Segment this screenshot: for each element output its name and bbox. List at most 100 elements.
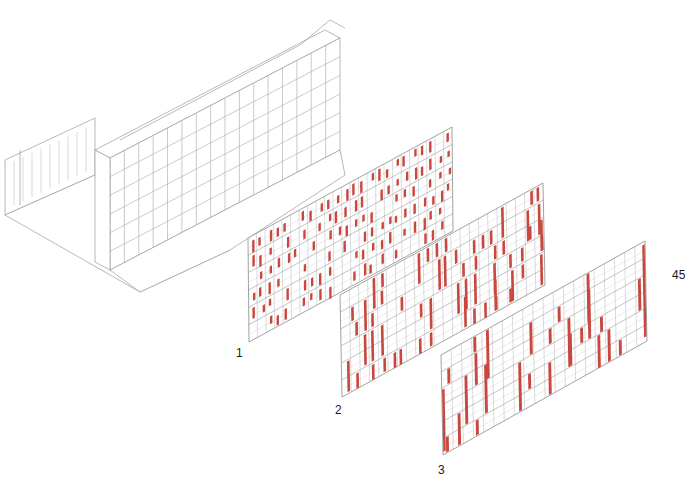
wing-fin bbox=[41, 149, 42, 193]
panel-floor-line bbox=[441, 258, 645, 372]
red-element bbox=[372, 364, 375, 381]
red-element bbox=[540, 254, 543, 286]
red-element bbox=[447, 183, 449, 191]
red-element bbox=[569, 333, 572, 366]
red-element bbox=[442, 388, 446, 451]
red-element bbox=[393, 352, 396, 369]
red-element bbox=[347, 360, 350, 392]
red-element bbox=[353, 271, 355, 281]
panel-sill-line bbox=[248, 154, 452, 265]
red-element bbox=[580, 327, 583, 344]
red-element bbox=[429, 179, 431, 188]
end-wall bbox=[95, 150, 110, 270]
red-element bbox=[362, 214, 364, 222]
callout-number: 3 bbox=[438, 463, 445, 477]
red-element bbox=[475, 255, 478, 270]
red-element bbox=[548, 362, 551, 395]
panel-sill-line bbox=[441, 250, 645, 364]
red-element bbox=[372, 242, 374, 251]
red-element bbox=[484, 364, 488, 414]
red-element bbox=[406, 171, 408, 181]
red-element bbox=[313, 241, 315, 251]
red-element bbox=[476, 419, 479, 436]
red-element bbox=[311, 277, 313, 287]
red-element bbox=[449, 167, 451, 175]
red-element bbox=[386, 169, 388, 179]
red-element bbox=[360, 181, 362, 194]
red-element bbox=[329, 286, 331, 299]
red-element bbox=[371, 312, 374, 327]
red-element bbox=[438, 258, 441, 290]
panel-floor-line bbox=[248, 144, 452, 255]
red-element bbox=[269, 298, 271, 306]
red-element bbox=[521, 247, 524, 262]
red-element bbox=[303, 229, 305, 239]
red-element bbox=[395, 215, 397, 223]
red-element bbox=[446, 436, 449, 453]
red-element bbox=[413, 203, 415, 214]
red-element bbox=[310, 292, 312, 300]
panel-sill-line bbox=[442, 300, 646, 414]
red-element bbox=[638, 278, 641, 311]
red-element bbox=[429, 141, 431, 153]
red-element bbox=[495, 296, 498, 311]
red-element bbox=[287, 236, 289, 248]
facade-floor-line bbox=[110, 131, 340, 251]
red-element bbox=[432, 229, 434, 240]
panel-outline bbox=[441, 241, 647, 455]
red-element bbox=[356, 372, 359, 389]
red-element bbox=[371, 227, 373, 237]
red-element bbox=[473, 308, 476, 325]
red-element bbox=[395, 249, 397, 259]
red-element bbox=[484, 302, 487, 319]
red-element bbox=[389, 232, 391, 244]
callout-number: 45 bbox=[672, 268, 685, 282]
red-element bbox=[259, 255, 261, 268]
red-element bbox=[501, 206, 504, 238]
red-element bbox=[597, 334, 601, 368]
red-element bbox=[337, 195, 339, 204]
red-element bbox=[414, 148, 416, 157]
red-element bbox=[642, 244, 646, 337]
red-element bbox=[387, 185, 389, 195]
red-element bbox=[447, 150, 449, 157]
red-element bbox=[521, 264, 524, 279]
panel-sill-line bbox=[248, 137, 452, 248]
facade-floor-line bbox=[110, 94, 340, 214]
red-element bbox=[270, 229, 272, 241]
red-element bbox=[439, 207, 441, 215]
red-element bbox=[457, 282, 460, 314]
red-element bbox=[418, 253, 421, 285]
red-element bbox=[270, 265, 272, 274]
red-element bbox=[464, 296, 467, 328]
red-element bbox=[528, 373, 531, 390]
red-element bbox=[397, 179, 399, 187]
red-element bbox=[432, 196, 434, 206]
red-element bbox=[355, 321, 358, 336]
red-element bbox=[278, 257, 280, 268]
red-element bbox=[389, 216, 391, 225]
red-element bbox=[351, 306, 354, 321]
red-element bbox=[474, 273, 477, 305]
red-element bbox=[373, 277, 376, 309]
red-element bbox=[361, 196, 363, 208]
red-element bbox=[352, 183, 354, 196]
red-element bbox=[277, 315, 279, 326]
red-element bbox=[619, 339, 622, 356]
wing-fin bbox=[14, 161, 15, 205]
wing-fin bbox=[32, 153, 33, 197]
panel-floor-line bbox=[341, 217, 544, 329]
red-element bbox=[362, 249, 364, 260]
red-element bbox=[346, 225, 348, 237]
red-element bbox=[319, 273, 321, 286]
facade-panel bbox=[441, 241, 647, 455]
panel-floor-line bbox=[340, 200, 543, 312]
red-element bbox=[285, 308, 287, 320]
red-element bbox=[429, 298, 432, 330]
red-element bbox=[260, 271, 262, 279]
panel-floor-line bbox=[443, 324, 647, 438]
red-element bbox=[549, 328, 552, 345]
red-element bbox=[395, 194, 397, 202]
red-element bbox=[288, 253, 290, 264]
panel-sill-line bbox=[443, 334, 647, 448]
